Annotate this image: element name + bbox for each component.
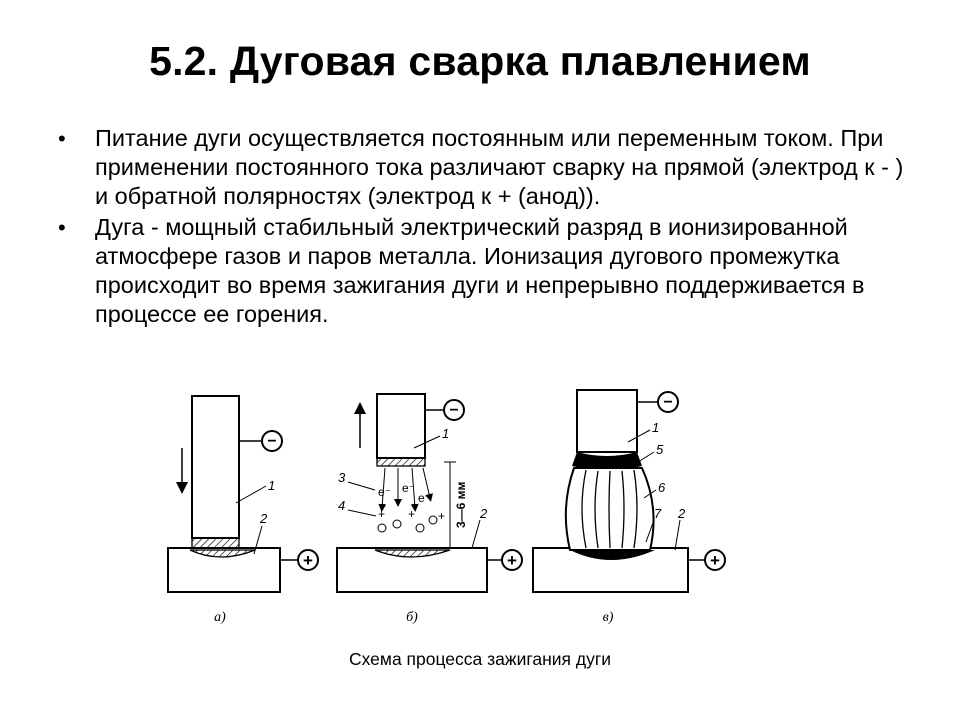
plus-terminal-icon <box>501 549 523 571</box>
panel-b: − + e⁻ e⁻ e⁻ + + + 3—6 мм 1 2 3 4 б) <box>336 393 523 625</box>
label-b-4: 4 <box>338 498 345 513</box>
electrode-b <box>376 393 426 459</box>
label-c-6: 6 <box>658 480 666 495</box>
minus-sign: − <box>663 394 672 411</box>
molten-tip-c <box>572 452 642 470</box>
panel-c: − + 1 5 6 7 2 в) <box>532 389 726 625</box>
bullet-dot-icon: • <box>58 215 66 240</box>
weld-pool-b <box>374 549 451 558</box>
label-b-1: 1 <box>442 426 449 441</box>
plus-sign: + <box>710 551 720 570</box>
bullet-text: Питание дуги осуществляется постоянным и… <box>95 125 904 209</box>
gap-dimension-label: 3—6 мм <box>454 481 468 528</box>
ion-particle <box>415 523 425 533</box>
panel-label-c: в) <box>603 610 614 625</box>
label-b-2: 2 <box>479 506 488 521</box>
minus-terminal-icon <box>443 399 465 421</box>
electron-label: e⁻ <box>378 485 391 499</box>
panel-a: − + 1 2 а) <box>167 395 319 625</box>
weld-pool-c <box>570 550 655 560</box>
electrode-tip-b <box>376 457 426 467</box>
figure-caption: Схема процесса зажигания дуги <box>348 649 611 669</box>
bullet-item: • Дуга - мощный стабильный электрический… <box>58 213 908 329</box>
arc-column-c <box>564 467 655 551</box>
minus-terminal-icon <box>261 430 283 452</box>
electron-label: e⁻ <box>402 481 415 495</box>
bullet-list: • Питание дуги осуществляется постоянным… <box>58 124 908 331</box>
ion-particle <box>392 519 402 529</box>
arc-ignition-diagram: − + 1 2 а) − + e⁻ e⁻ e⁻ + + + <box>167 389 726 625</box>
minus-sign: − <box>267 433 276 450</box>
minus-sign: − <box>449 402 458 419</box>
panel-label-b: б) <box>406 610 418 625</box>
electrode-a <box>191 395 240 539</box>
ion-label: + <box>438 509 445 523</box>
plus-sign: + <box>303 551 313 570</box>
label-a-2: 2 <box>259 511 268 526</box>
ion-particle <box>377 523 387 533</box>
plus-sign: + <box>507 551 517 570</box>
label-c-5: 5 <box>656 442 664 457</box>
ion-particle <box>428 515 438 525</box>
plus-terminal-icon <box>704 549 726 571</box>
panel-label-a: а) <box>214 610 226 625</box>
slide-title: 5.2. Дуговая сварка плавлением <box>149 38 811 84</box>
electron-label: e⁻ <box>418 491 431 505</box>
label-a-1: 1 <box>268 478 275 493</box>
electrode-tip-a <box>191 537 240 549</box>
label-b-3: 3 <box>338 470 346 485</box>
bullet-text: Дуга - мощный стабильный электрический р… <box>95 214 865 327</box>
plus-terminal-icon <box>297 549 319 571</box>
electrode-c <box>576 389 638 453</box>
label-c-1: 1 <box>652 420 659 435</box>
minus-terminal-icon <box>657 391 679 413</box>
label-c-7: 7 <box>654 506 662 521</box>
bullet-item: • Питание дуги осуществляется постоянным… <box>58 124 908 211</box>
ion-label: + <box>408 507 415 521</box>
bullet-dot-icon: • <box>58 126 66 151</box>
label-c-2: 2 <box>677 506 686 521</box>
ion-label: + <box>378 507 385 521</box>
